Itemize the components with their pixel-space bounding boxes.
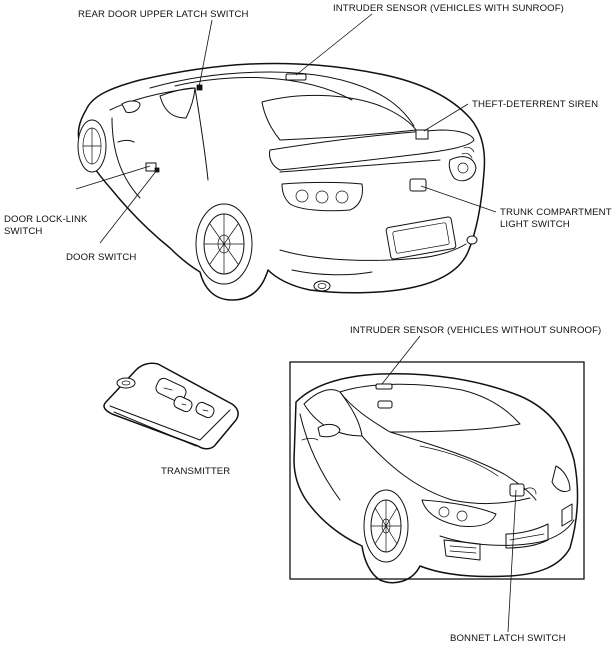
label-door-lock-link-switch-line1: DOOR LOCK-LINK bbox=[4, 214, 88, 225]
label-intruder-sensor-with-sunroof: INTRUDER SENSOR (VEHICLES WITH SUNROOF) bbox=[333, 3, 564, 14]
label-trunk-compartment-light-switch-line1: TRUNK COMPARTMENT bbox=[500, 207, 612, 218]
label-door-switch: DOOR SWITCH bbox=[66, 252, 136, 263]
transmitter-key-illustration bbox=[103, 362, 239, 450]
front-view-frame bbox=[289, 361, 585, 580]
label-intruder-sensor-without-sunroof: INTRUDER SENSOR (VEHICLES WITHOUT SUNROO… bbox=[350, 325, 601, 336]
label-trunk-compartment-light-switch-line2: LIGHT SWITCH bbox=[500, 219, 570, 230]
label-transmitter: TRANSMITTER bbox=[161, 466, 230, 477]
leader-lines bbox=[75, 13, 517, 633]
label-bonnet-latch-switch: BONNET LATCH SWITCH bbox=[450, 633, 566, 644]
label-theft-deterrent-siren: THEFT-DETERRENT SIREN bbox=[472, 99, 598, 110]
rear-view-car-illustration bbox=[77, 62, 486, 301]
label-rear-door-upper-latch-switch: REAR DOOR UPPER LATCH SWITCH bbox=[78, 9, 249, 20]
front-view-car-illustration bbox=[293, 372, 579, 584]
label-door-lock-link-switch-line2: SWITCH bbox=[4, 226, 42, 237]
